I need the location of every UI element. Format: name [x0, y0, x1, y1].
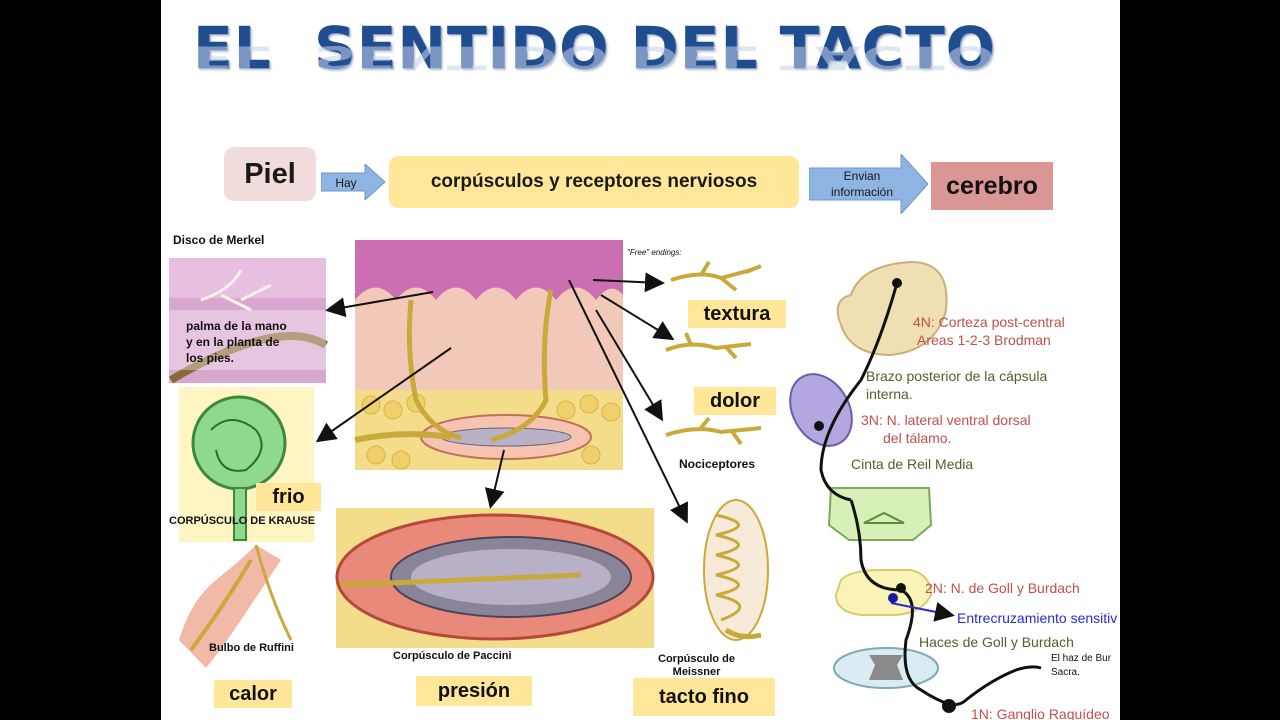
label-hay: Hay [335, 176, 357, 190]
merkel-caption-line3: los pies. [186, 351, 235, 365]
meissner-label-line2: Meissner [672, 666, 721, 678]
merkel-disc-image [168, 258, 329, 384]
krause-label: CORPÚSCULO DE KRAUSE [169, 515, 316, 527]
meissner-corpuscle-image [703, 499, 769, 641]
krause-corpuscle-image [179, 387, 314, 542]
meissner-label: Corpúsculo de Meissner [658, 653, 735, 679]
piel-box: Piel [224, 147, 316, 201]
pathway-haz-line1: El haz de Bur [1051, 653, 1112, 664]
nociceptores-label: Nociceptores [679, 457, 756, 471]
label-textura: textura [688, 300, 786, 328]
skin-section-image [354, 240, 623, 470]
label-presion: presión [416, 676, 532, 706]
merkel-caption: palma de la mano y en la planta de los p… [186, 318, 287, 366]
ruffini-bulb-image [179, 544, 293, 668]
pathway-n4-line1: 4N: Corteza post-central [913, 314, 1065, 330]
pathway-n3-line1: 3N: N. lateral ventral dorsal [861, 412, 1031, 428]
pointer-arrows [315, 272, 688, 524]
label-frio: frio [256, 483, 321, 511]
pathway-cinta: Cinta de Reil Media [851, 456, 974, 472]
page-title: EL SENTIDO DEL TACTO [193, 14, 996, 82]
pathway-n1: 1N: Ganglio Raquídeo [971, 706, 1110, 720]
ruffini-label: Bulbo de Ruffini [209, 642, 294, 654]
free-endings-image [665, 260, 762, 446]
sensory-pathway-image [789, 260, 1042, 713]
merkel-caption-line1: palma de la mano [186, 319, 287, 333]
meissner-label-line1: Corpúsculo de [658, 653, 736, 665]
pathway-n3-line2: del tálamo. [883, 430, 952, 446]
pathway-entrecruzamiento: Entrecruzamiento sensitiv [957, 610, 1118, 626]
paccini-label: Corpúsculo de Paccini [393, 650, 512, 662]
corpusculos-box: corpúsculos y receptores nerviosos [389, 156, 799, 208]
label-envian-line2: información [830, 185, 894, 199]
pathway-brazo-line2: interna. [866, 386, 913, 402]
pathway-haz: El haz de Bur Sacra. [1051, 652, 1111, 680]
label-envian: Envian información [817, 168, 907, 200]
label-dolor: dolor [694, 387, 776, 415]
pathway-n4-line2: Areas 1-2-3 Brodman [917, 332, 1051, 348]
slide: EL SENTIDO DEL TACTO EL SENTIDO DEL TACT… [161, 0, 1120, 720]
pathway-brazo: Brazo posterior de la cápsula interna. [866, 367, 1047, 403]
pathway-brazo-line1: Brazo posterior de la cápsula [866, 368, 1048, 384]
pathway-haz-line2: Sacra. [1051, 667, 1080, 678]
arrow-envian [809, 154, 929, 214]
pathway-n3: 3N: N. lateral ventral dorsal del tálamo… [861, 411, 1031, 447]
page-title-block: EL SENTIDO DEL TACTO EL SENTIDO DEL TACT… [193, 14, 996, 114]
receptor-illustrations [168, 240, 1042, 713]
label-tacto-fino: tacto fino [633, 678, 775, 716]
free-endings-label: "Free" endings: [627, 248, 682, 257]
merkel-caption-line2: y en la planta de [186, 335, 280, 349]
pathway-n4: 4N: Corteza post-central Areas 1-2-3 Bro… [913, 313, 1065, 349]
arrow-hay [321, 164, 386, 200]
label-calor: calor [214, 680, 292, 708]
label-envian-line1: Envian [843, 169, 881, 183]
pathway-haces: Haces de Goll y Burdach [919, 634, 1074, 650]
merkel-title: Disco de Merkel [173, 233, 265, 247]
cerebro-box: cerebro [931, 162, 1053, 210]
pathway-n2: 2N: N. de Goll y Burdach [925, 580, 1080, 596]
paccini-corpuscle-image [335, 508, 655, 648]
